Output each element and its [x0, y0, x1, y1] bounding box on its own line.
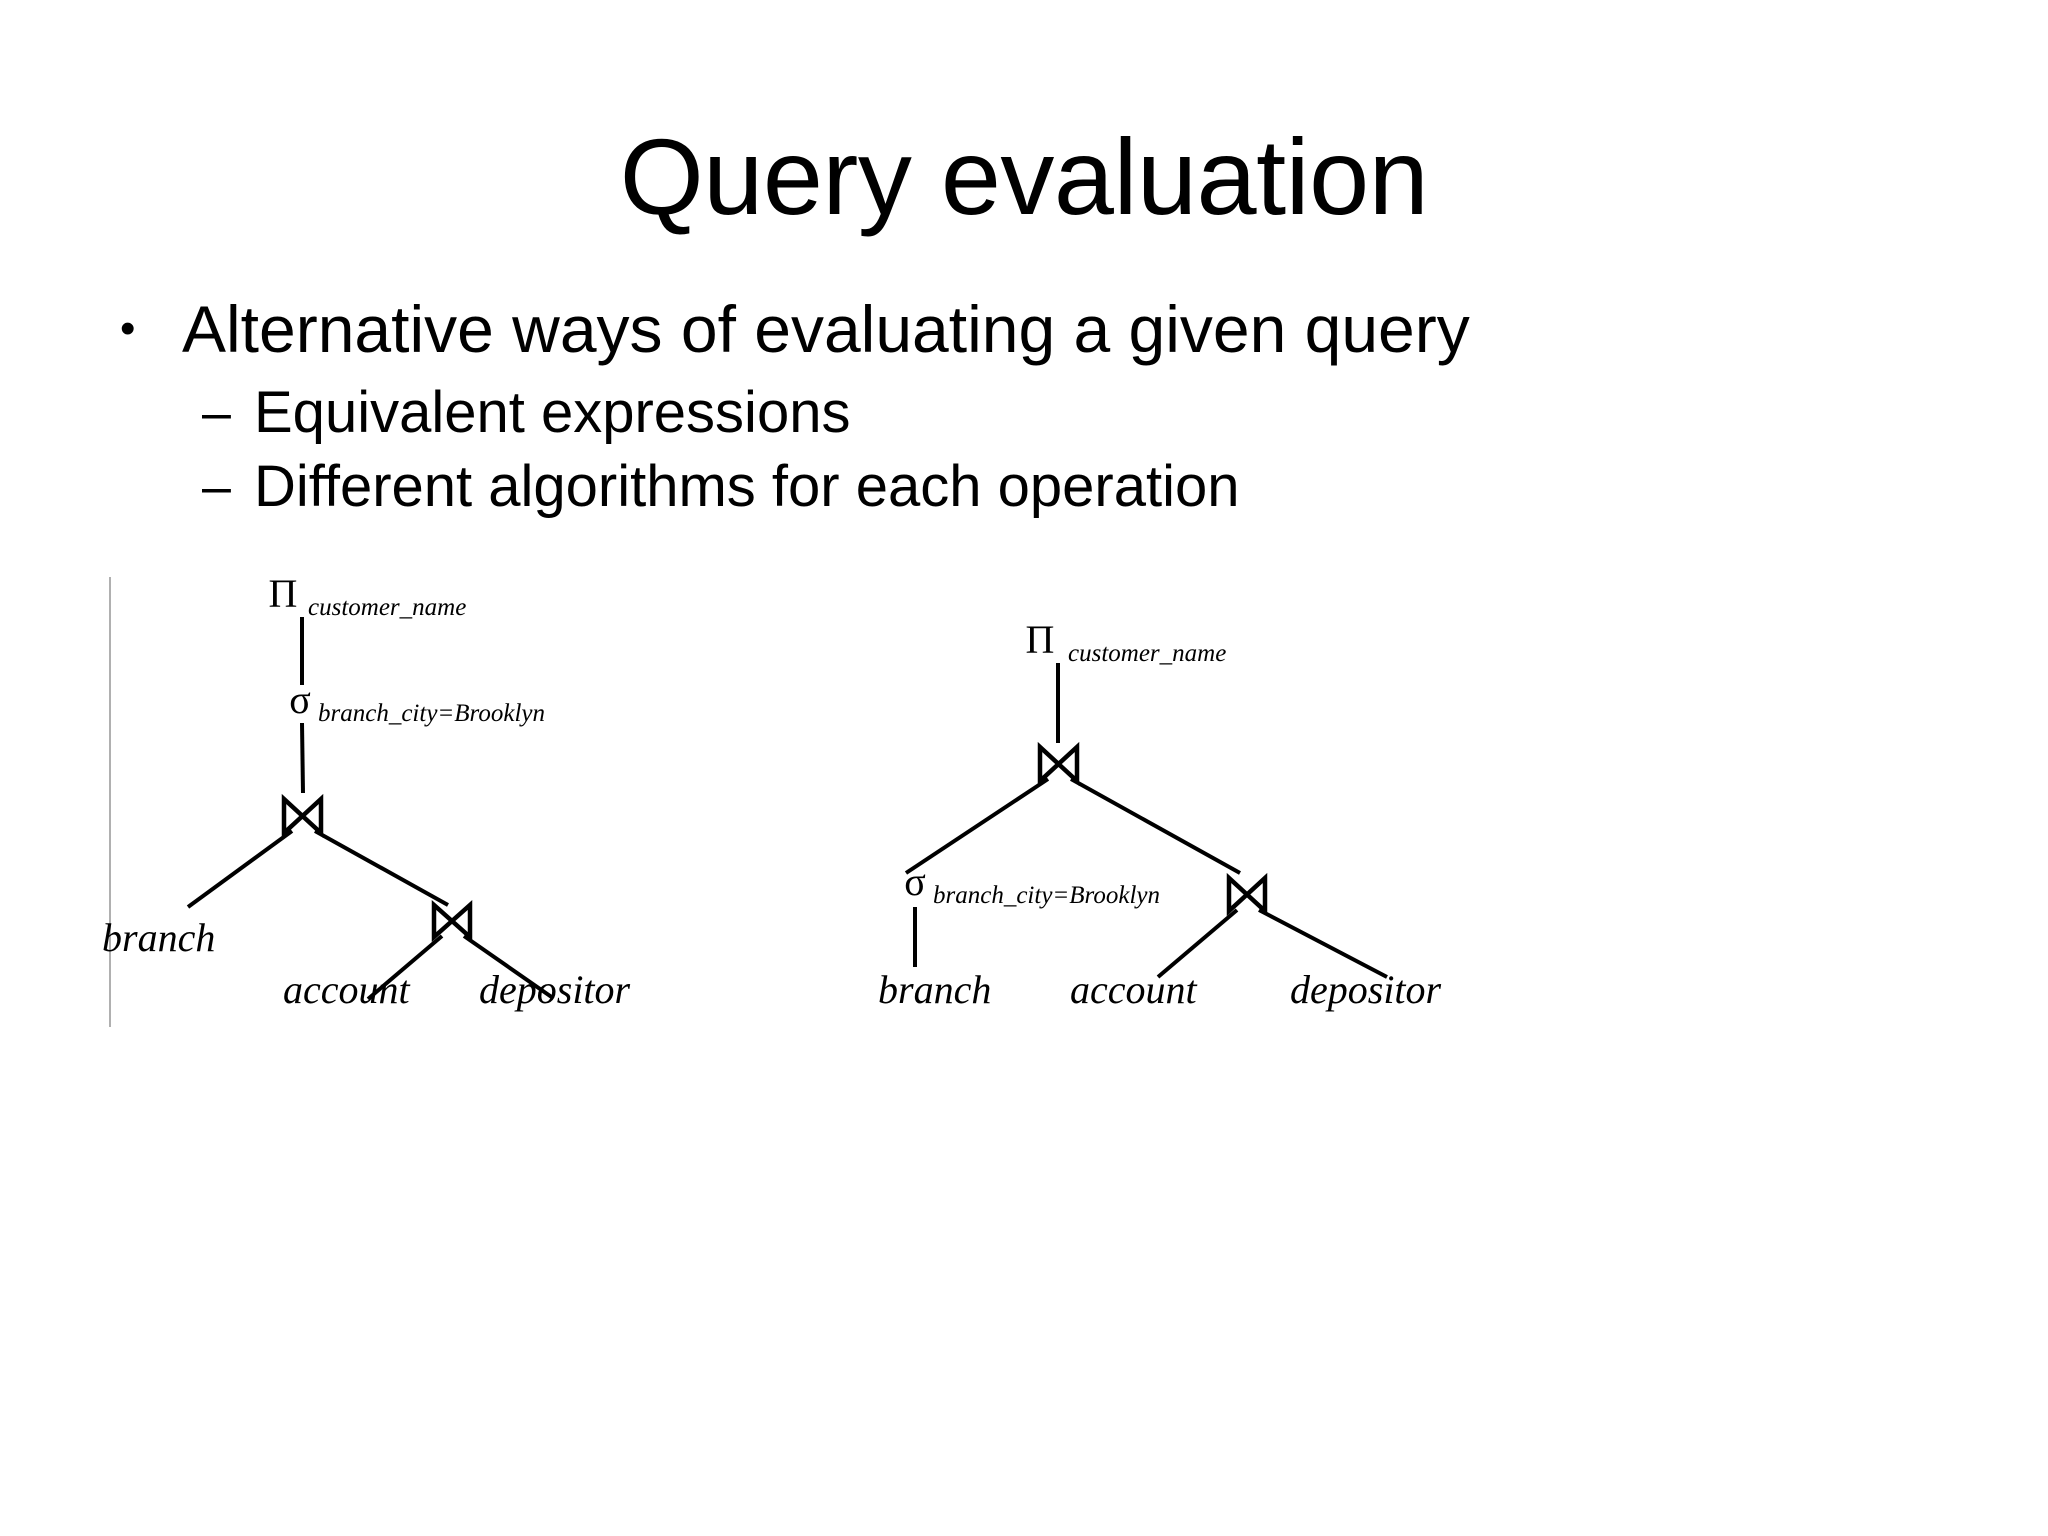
selection-subscript: branch_city=Brooklyn [933, 882, 1160, 909]
right-join-node-2 [1226, 872, 1268, 917]
edge-selection-join [300, 722, 305, 794]
relation-label-depositor: depositor [1290, 967, 1442, 1012]
edge-join-account [1156, 908, 1239, 979]
bullet-item-0: • Alternative ways of evaluating a given… [120, 290, 1920, 368]
dash-marker-icon: – [202, 384, 231, 442]
relation-label-branch: branch [102, 915, 215, 960]
join-bowtie-icon [1037, 741, 1080, 787]
edge-join-account [366, 934, 444, 1001]
join-bowtie-icon [431, 899, 473, 943]
projection-subscript: customer_name [1068, 640, 1226, 667]
pi-symbol-icon: Π [1026, 617, 1055, 662]
edge-join-branch [186, 829, 294, 909]
right-selection-node: σ branch_city=Brooklyn [904, 859, 1160, 909]
selection-subscript: branch_city=Brooklyn [318, 700, 545, 727]
left-projection-node: Π customer_name [269, 571, 467, 621]
relation-label-account: account [283, 967, 411, 1012]
edge-join-depositor [462, 934, 555, 1000]
dash-marker-icon: – [202, 458, 231, 516]
left-selection-node: σ branch_city=Brooklyn [289, 677, 545, 727]
edge-join-selection [904, 777, 1050, 875]
query-plan-svg: Π customer_name σ branch_city=Brooklyn b… [102, 571, 1442, 1027]
pi-symbol-icon: Π [269, 571, 298, 616]
left-join-node-1 [281, 793, 324, 839]
bullet-list: • Alternative ways of evaluating a given… [120, 290, 1920, 526]
query-plan-diagram: Π customer_name σ branch_city=Brooklyn b… [0, 555, 2048, 1075]
bullet-text: Alternative ways of evaluating a given q… [182, 292, 1470, 366]
sigma-symbol-icon: σ [904, 859, 926, 904]
page-title: Query evaluation [619, 116, 1429, 237]
bullet-marker-icon: • [120, 304, 136, 353]
edge-join-join [314, 829, 449, 907]
right-projection-node: Π customer_name [1026, 617, 1227, 667]
bullet-item-1: – Equivalent expressions [202, 378, 1920, 448]
bullet-item-2: – Different algorithms for each operatio… [202, 452, 1920, 522]
right-query-tree: Π customer_name σ branch_city=Brooklyn b… [878, 617, 1442, 1012]
bullet-text: Equivalent expressions [254, 380, 851, 445]
relation-label-account: account [1070, 967, 1198, 1012]
relation-label-branch: branch [878, 967, 991, 1012]
right-join-node-1 [1037, 741, 1080, 787]
left-query-tree: Π customer_name σ branch_city=Brooklyn b… [102, 571, 631, 1012]
relation-label-depositor: depositor [479, 967, 631, 1012]
bullet-text: Different algorithms for each operation [254, 454, 1240, 519]
sigma-symbol-icon: σ [289, 677, 311, 722]
join-bowtie-icon [281, 793, 324, 839]
edge-join-join [1070, 777, 1241, 875]
join-bowtie-icon [1226, 872, 1268, 917]
projection-subscript: customer_name [308, 594, 466, 621]
left-join-node-2 [431, 899, 473, 943]
edge-join-depositor [1258, 908, 1388, 979]
